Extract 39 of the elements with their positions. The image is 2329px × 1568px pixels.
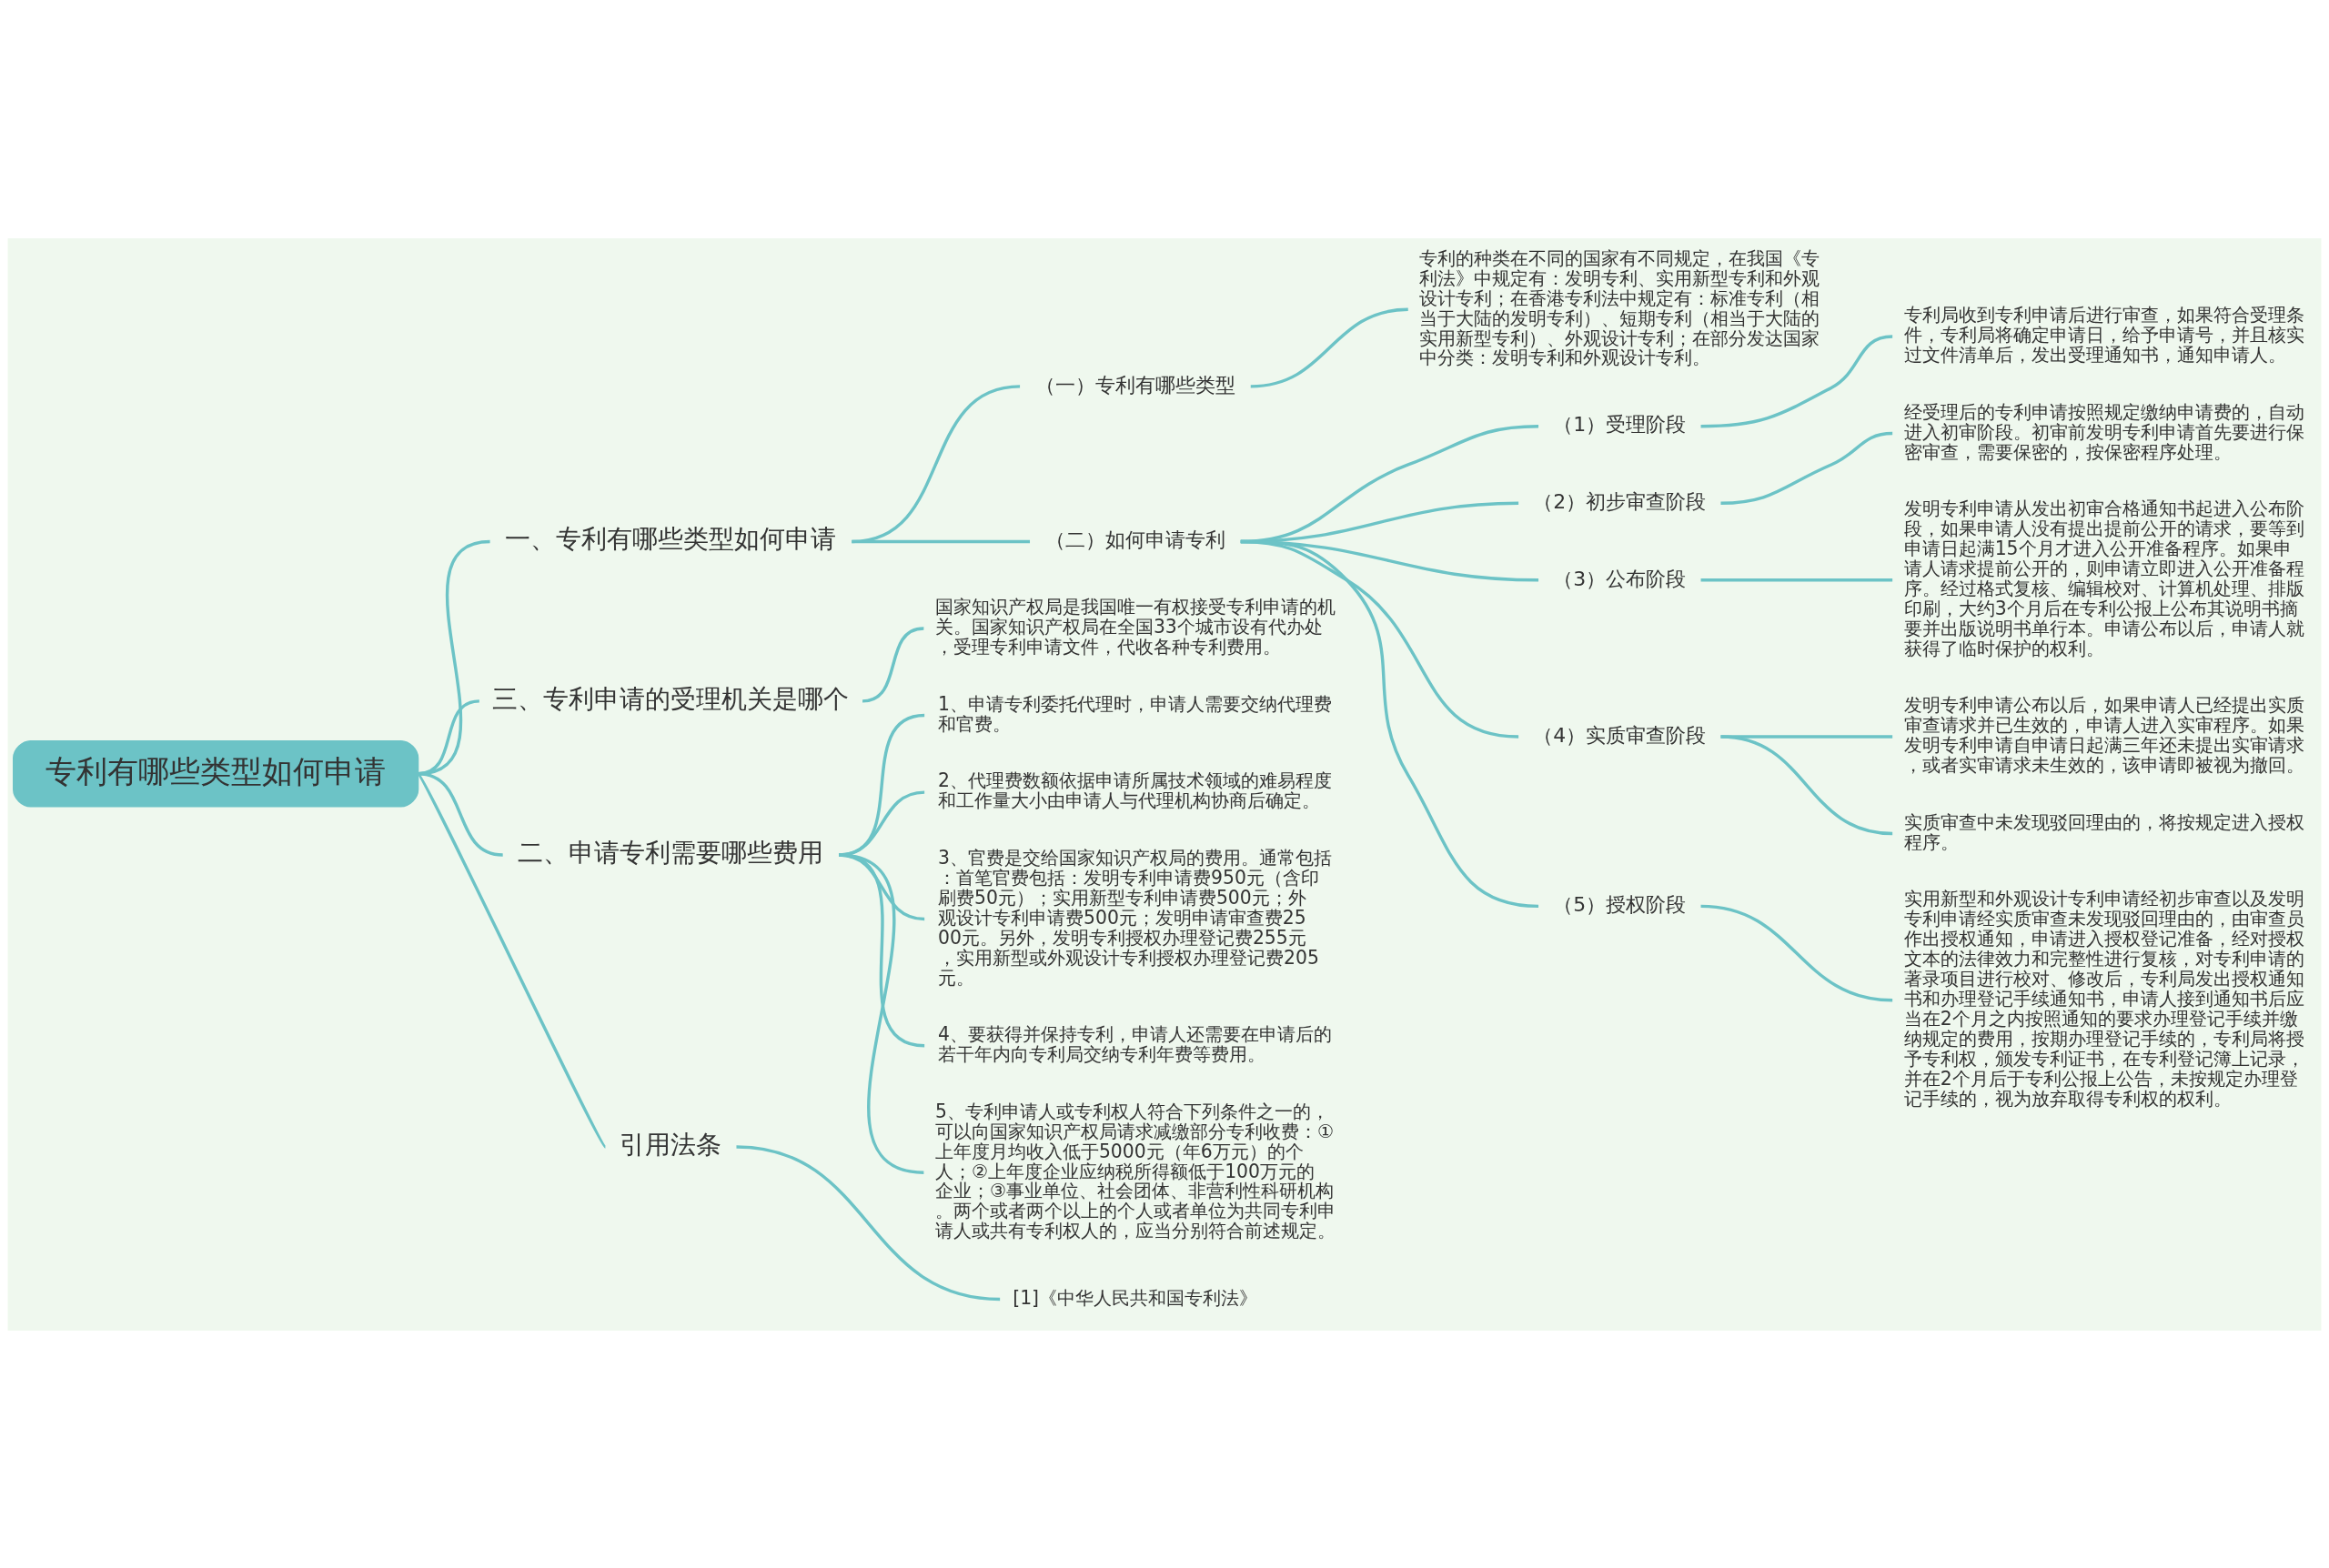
connector — [736, 1144, 1001, 1301]
node-text: （2）初步审查阶段 — [1533, 489, 1707, 513]
connector — [417, 772, 607, 1148]
node-text: 实质审查中未发现驳回理由的，将按规定进入授权程序。 — [1903, 810, 2304, 853]
node-text: 经受理后的专利申请按照规定缴纳申请费的，自动进入初审阶段。初审前发明专利申请首先要进行保密审查，需要保密的，按保密程序处理。 — [1903, 400, 2304, 463]
node-text: 引用法条 — [620, 1129, 722, 1160]
connector — [852, 539, 1031, 543]
connector — [1720, 431, 1893, 505]
connector — [1240, 539, 1539, 908]
node-text: （3）公布阶段 — [1553, 567, 1687, 590]
node-text: （二）如何申请专利 — [1044, 528, 1225, 551]
node-text: 一、专利有哪些类型如何申请 — [505, 523, 837, 554]
node-text: 发明专利申请公布以后，如果申请人已经提出实质审查请求并已生效的，申请人进入实审程序。如果发明专利申请自申请日起满三年还未提出实审请求，或者实审请求未生效的，该申请即被视为撤回。 — [1903, 693, 2304, 776]
node-text: 发明专利申请从发出初审合格通知书起进入公布阶段，如果申请人没有提出提前公开的请求，要等到申请日起满15个月才进入公开准备程序。如果申请人请求提前公开的，则申请立即进入公开准备程序。经过格式复核、编辑校对、计算机处理、排版印刷，大约3个月后在专利公报上公布其说明书摘要并出版说明书单行本。申请公布以后，申请人就获得了临时保护的权利。 — [1903, 497, 2304, 659]
node-text: 实用新型和外观设计专利申请经初步审查以及发明专利申请经实质审查未发现驳回理由的，由审查员作出授权通知，申请进入授权登记准备，经对授权文本的法律效力和完整性进行复核，对专利申请的著录项目进行校对、修改后，专利局发出授权通知书和办理登记手续通知书，申请人接到通知书后应当在2个月之内按照通知的要求办理登记手续并缴纳规定的费用，按期办理登记手续的，专利局将授予专利权，颁发专利证书，在专利登记簿上记录，并在2个月后于专利公报上公告，未按规定办理登记手续的，视为放弃取得专利权的权利。 — [1903, 887, 2304, 1110]
connector — [1700, 904, 1893, 1001]
connector — [1250, 307, 1408, 388]
connector — [1720, 734, 1893, 835]
node-text: 二、申请专利需要哪些费用 — [518, 837, 824, 868]
connector — [1700, 578, 1893, 581]
connector — [862, 626, 924, 703]
node-text: 2、代理费数额依据申请所属技术领域的难易程度和工作量大小由申请人与代理机构协商后确定。 — [938, 769, 1332, 811]
node-text: 3、官费是交给国家知识产权局的费用。通常包括：首笔官费包括：发明专利申请费950元（含印刷费50元）；实用新型专利申请费500元；外观设计专利申请费500元；发明申请审查费2500元。另外，发明专利授权办理登记费255元，实用新型或外观设计专利授权办理登记费205元。 — [938, 846, 1332, 989]
node-text: [1]《中华人民共和国专利法》 — [1013, 1286, 1258, 1309]
node-text: 5、专利申请人或专利权人符合下列条件之一的，可以向国家知识产权局请求减缴部分专利收费：①上年度月均收入低于5000元（年6万元）的个人；②上年度企业应纳税所得额低于100万元的企业；③事业单位、社会团体、非营利性科研机构。两个或者两个以上的个人或者单位为共同专利申请人或共有专利权人的，应当分别符合前述规定。 — [934, 1100, 1336, 1241]
node-text: （1）受理阶段 — [1553, 412, 1687, 436]
node-text: 专利的种类在不同的国家有不同规定，在我国《专利法》中规定有：发明专利、实用新型专利和外观设计专利；在香港专利法中规定有：标准专利（相当于大陆的发明专利）、短期专利（相当于大陆的实用新型专利）、外观设计专利；在部分发达国家中分类：发明专利和外观设计专利。 — [1419, 246, 1820, 368]
node-text: 1、申请专利委托代理时，申请人需要交纳代理费和官费。 — [938, 692, 1332, 735]
node-text: （4）实质审查阶段 — [1533, 723, 1707, 747]
connector — [838, 852, 924, 1174]
node-text: 国家知识产权局是我国唯一有权接受专利申请的机关。国家知识产权局在全国33个城市设有代办处，受理专利申请文件，代收各种专利费用。 — [934, 595, 1336, 658]
connector — [418, 771, 503, 857]
node-box: 专利有哪些类型如何申请 — [13, 739, 419, 808]
node-text: 三、专利申请的受理机关是哪个 — [492, 683, 850, 714]
node-text: （一）专利有哪些类型 — [1034, 373, 1235, 397]
node-text: 专利局收到专利申请后进行审查，如果符合受理条件，专利局将确定申请日，给予申请号，并且核实过文件清单后，发出受理通知书，通知申请人。 — [1903, 303, 2304, 366]
node-text: （5）授权阶段 — [1553, 892, 1687, 916]
node-text: 4、要获得并保持专利，申请人还需要在申请后的若干年内向专利局交纳专利年费等费用。 — [938, 1022, 1332, 1065]
connector — [1700, 334, 1893, 427]
